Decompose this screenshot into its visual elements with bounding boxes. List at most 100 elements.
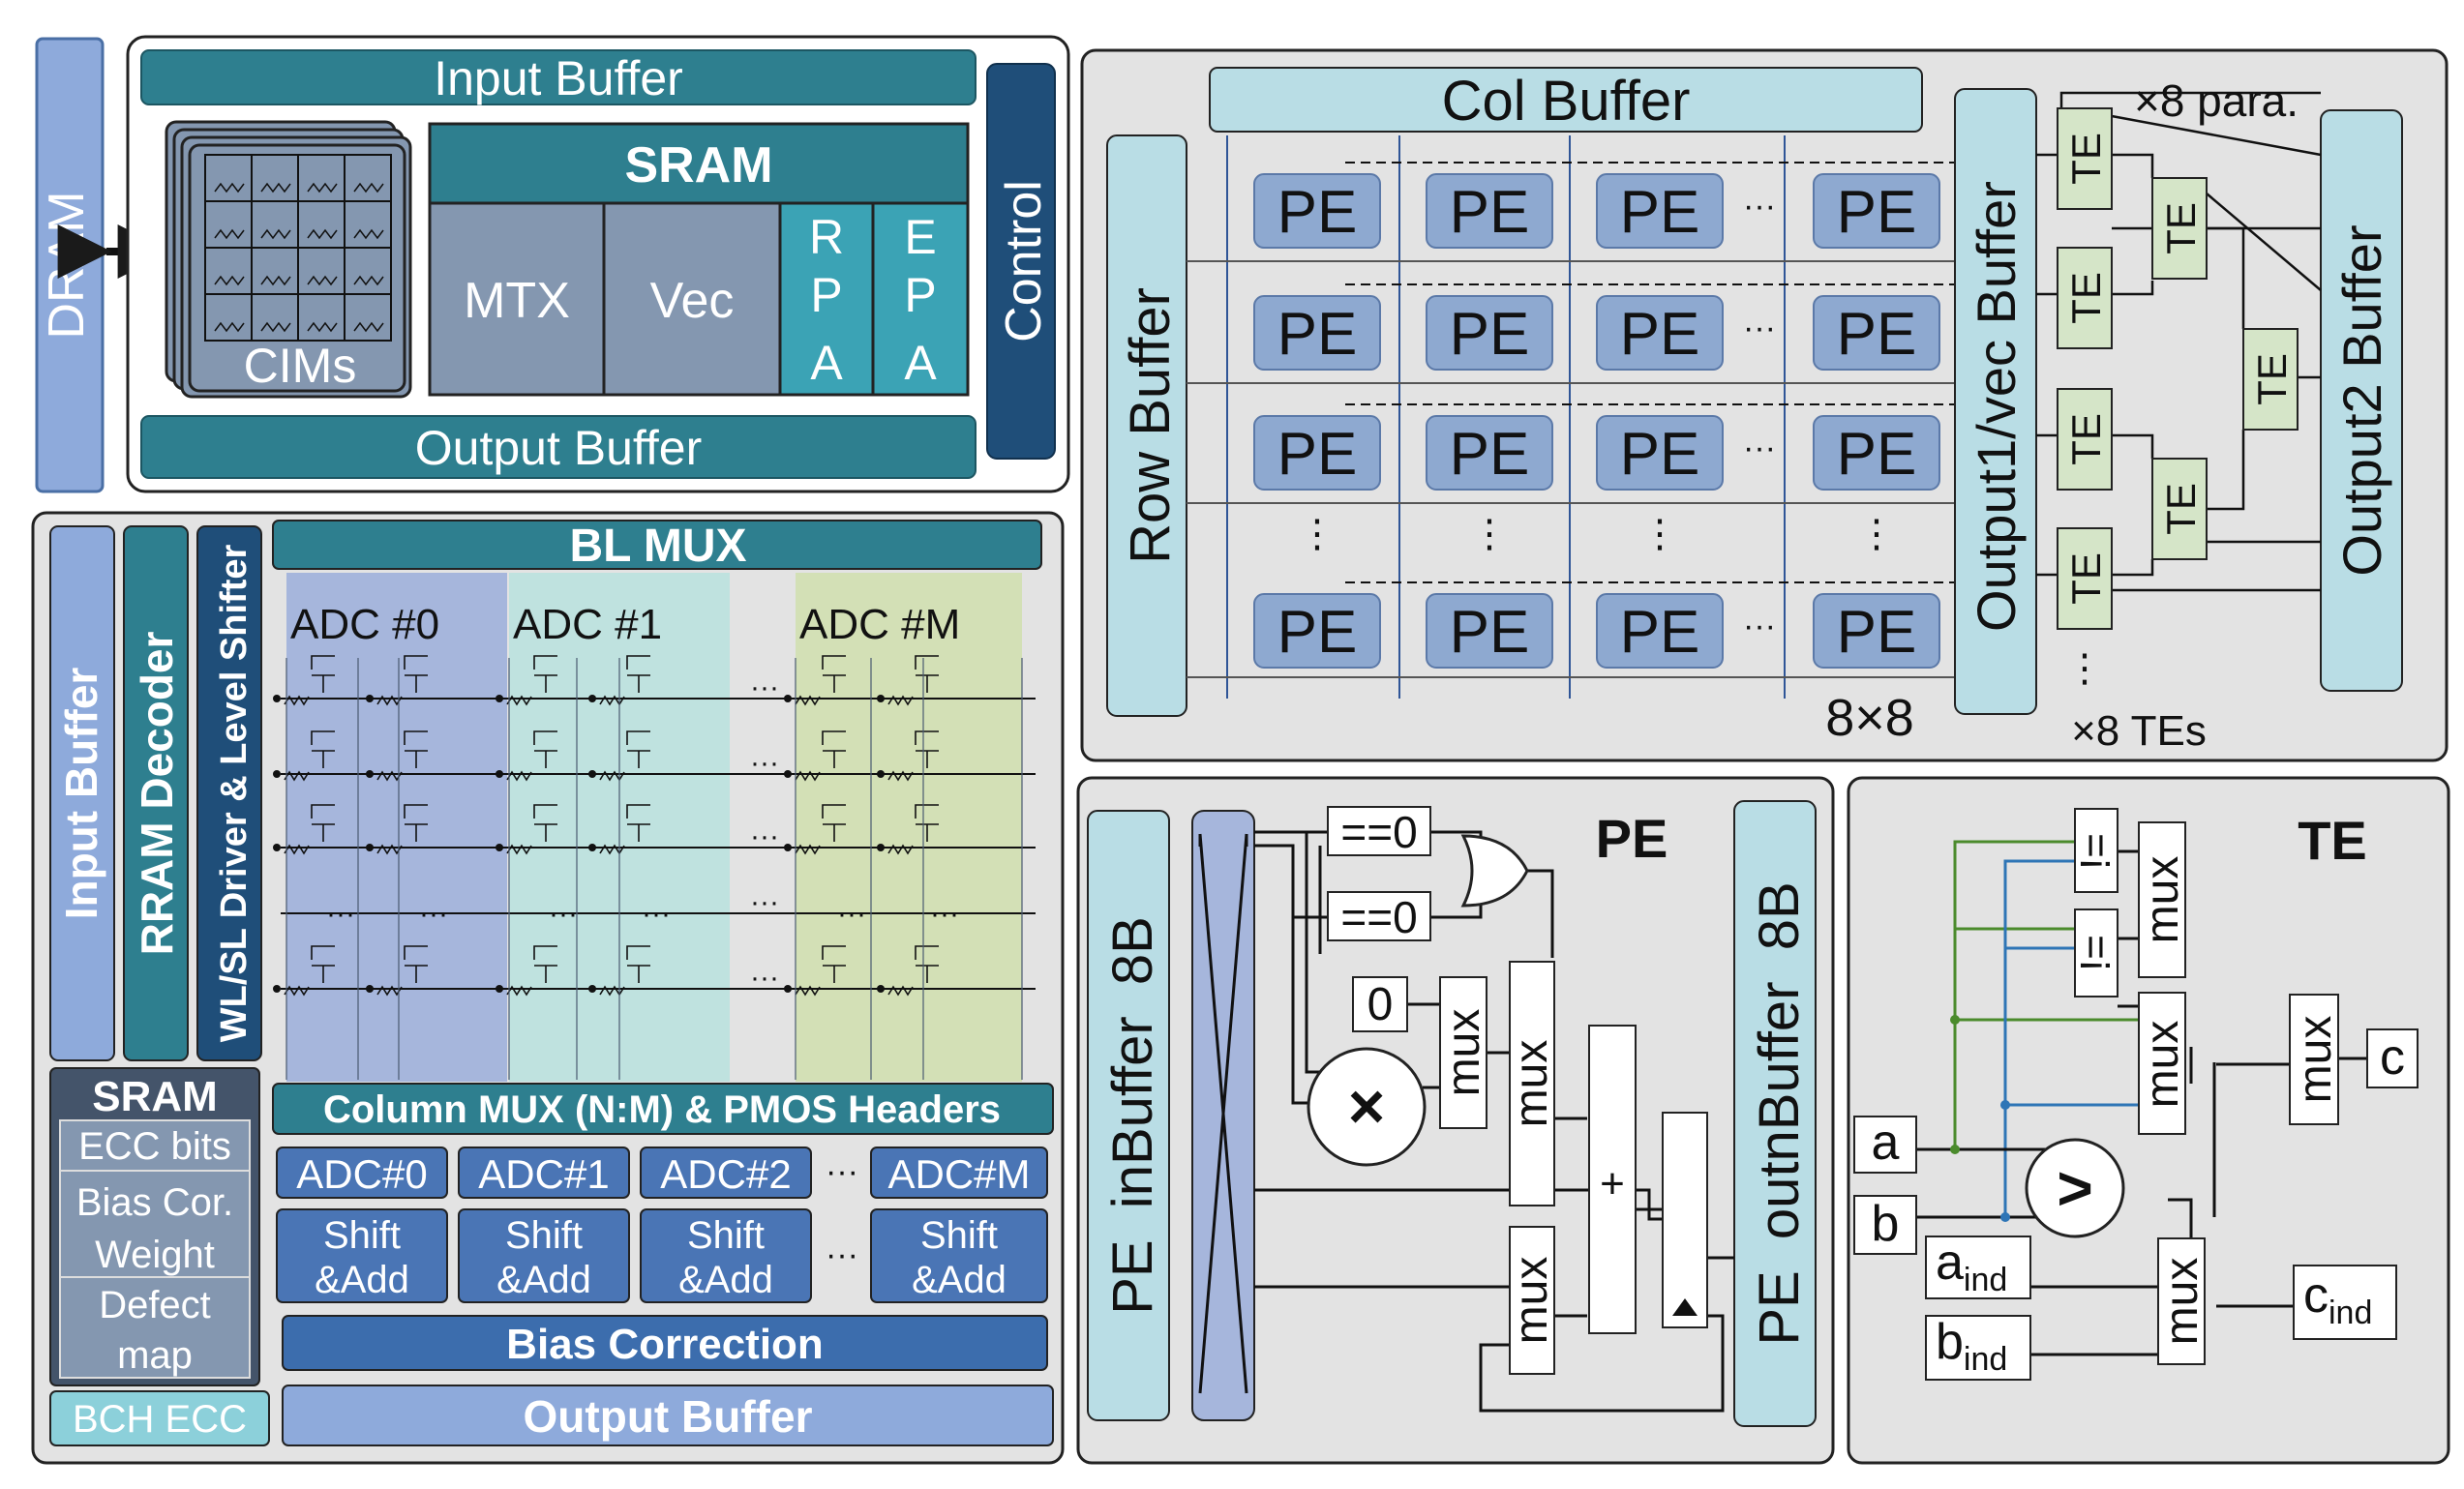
adc-ellipsis: ···: [826, 1153, 858, 1190]
bl-mux-label: BL MUX: [569, 521, 746, 572]
access-transistor: [822, 730, 846, 768]
pe-cell: [1813, 173, 1940, 249]
pe-cell-label: PE: [1450, 179, 1530, 246]
pe-cell-label: PE: [1620, 599, 1700, 666]
cims-label: CIMs: [244, 339, 357, 393]
node-dot: [366, 844, 374, 851]
weight: Weight: [95, 1234, 215, 1276]
te-wire: [2112, 559, 2154, 577]
cim-resistor: [307, 321, 338, 333]
mtx-label: MTX: [464, 273, 570, 329]
column-mux-label: Column MUX (N:M) & PMOS Headers: [323, 1088, 1001, 1131]
cim-resistor: [260, 275, 291, 286]
add-1: &Add: [496, 1259, 591, 1301]
cim-resistor: [353, 182, 384, 194]
add-2: &Add: [678, 1259, 773, 1301]
pe-cell-label: PE: [1277, 179, 1358, 246]
node-dot: [366, 695, 374, 702]
pe-cell: [1253, 415, 1381, 491]
pe-outbuffer-label: PE outnBuffer 8B: [1748, 881, 1811, 1345]
te-wire: [2112, 433, 2154, 459]
node-dot: [877, 770, 885, 778]
pe-cell: [1426, 593, 1553, 669]
rram-resistor: [795, 770, 821, 782]
node-dot: [366, 985, 374, 993]
node-dot: [273, 844, 281, 851]
pe-col-ellipsis: ⋮: [1640, 513, 1679, 555]
pe-cell: [1253, 173, 1381, 249]
pe-col-ellipsis: ⋮: [1298, 513, 1337, 555]
cell-ellipsis: ···: [326, 898, 355, 930]
cim-resistor: [260, 228, 291, 240]
access-transistor: [822, 945, 846, 983]
access-transistor: [915, 804, 939, 842]
cim-resistor: [214, 275, 245, 286]
pe-row-ellipsis: ···: [1743, 310, 1776, 346]
map: map: [117, 1334, 193, 1377]
rpa-a: A: [810, 336, 843, 390]
pe-cell: [1813, 415, 1940, 491]
te-box-label: TE: [2063, 413, 2109, 465]
access-transistor: [404, 655, 428, 693]
node-dot: [496, 695, 503, 702]
const-zero: 0: [1367, 979, 1394, 1030]
access-transistor: [915, 655, 939, 693]
rram-resistor: [887, 844, 914, 855]
pe-cell-label: PE: [1450, 599, 1530, 666]
bl-sram-title: SRAM: [92, 1073, 218, 1120]
rram-resistor: [599, 844, 625, 855]
cell-ellipsis: ···: [549, 898, 578, 930]
cell-ellipsis: ···: [642, 898, 671, 930]
add-0: &Add: [315, 1259, 409, 1301]
te-wire: [2059, 91, 2321, 110]
pe-wires: [1254, 830, 1734, 1413]
node-dot: [877, 985, 885, 993]
cim-resistor: [260, 321, 291, 333]
add-m: &Add: [912, 1259, 1007, 1301]
adc-1-label: ADC#1: [478, 1151, 609, 1197]
pe-title: PE: [1596, 808, 1668, 869]
cell-ellipsis: ···: [837, 898, 866, 930]
cim-resistor: [214, 182, 245, 194]
neq-box-1: !=: [2072, 833, 2119, 870]
pe-mux-2: mux: [1506, 1040, 1557, 1128]
pe-mux-3: mux: [1506, 1257, 1557, 1345]
node-dot: [877, 844, 885, 851]
cim-grid: [204, 154, 392, 342]
pe-cell: [1813, 295, 1940, 371]
node-dot: [273, 770, 281, 778]
node-dot: [588, 770, 596, 778]
te-box-label: TE: [2063, 552, 2109, 605]
te-box-label: TE: [2063, 133, 2109, 185]
shift-add-row: Shift &Add Shift &Add Shift &Add Shift &…: [276, 1208, 1048, 1303]
pe-cell-label: PE: [1277, 599, 1358, 666]
para-label: ×8 para.: [2134, 75, 2299, 126]
access-transistor: [404, 730, 428, 768]
access-transistor: [822, 804, 846, 842]
top-left-chip: DRAM Input Buffer Output Buffer Control …: [35, 35, 1070, 493]
te-box-label: TE: [2158, 483, 2204, 535]
access-transistor: [915, 730, 939, 768]
pe-row-ellipsis: ···: [1743, 608, 1776, 644]
pe-col-ellipsis: ⋮: [1470, 513, 1509, 555]
node-dot: [496, 985, 503, 993]
row-ellipsis: ···: [750, 747, 779, 779]
top-sram-title: SRAM: [624, 137, 772, 194]
rram-resistor: [599, 985, 625, 997]
pe-cell: [1253, 593, 1381, 669]
rram-resistor: [376, 985, 403, 997]
access-transistor: [533, 945, 557, 983]
dram-label: DRAM: [39, 191, 95, 339]
access-transistor: [311, 945, 335, 983]
adc-0-label: ADC#0: [296, 1151, 427, 1197]
node-dot: [784, 844, 792, 851]
pe-cell-label: PE: [1620, 179, 1700, 246]
comparator-symbol: >: [2057, 1153, 2092, 1223]
te-box: [2151, 177, 2208, 280]
node-dot: [784, 985, 792, 993]
pe-cell-label: PE: [1837, 599, 1917, 666]
